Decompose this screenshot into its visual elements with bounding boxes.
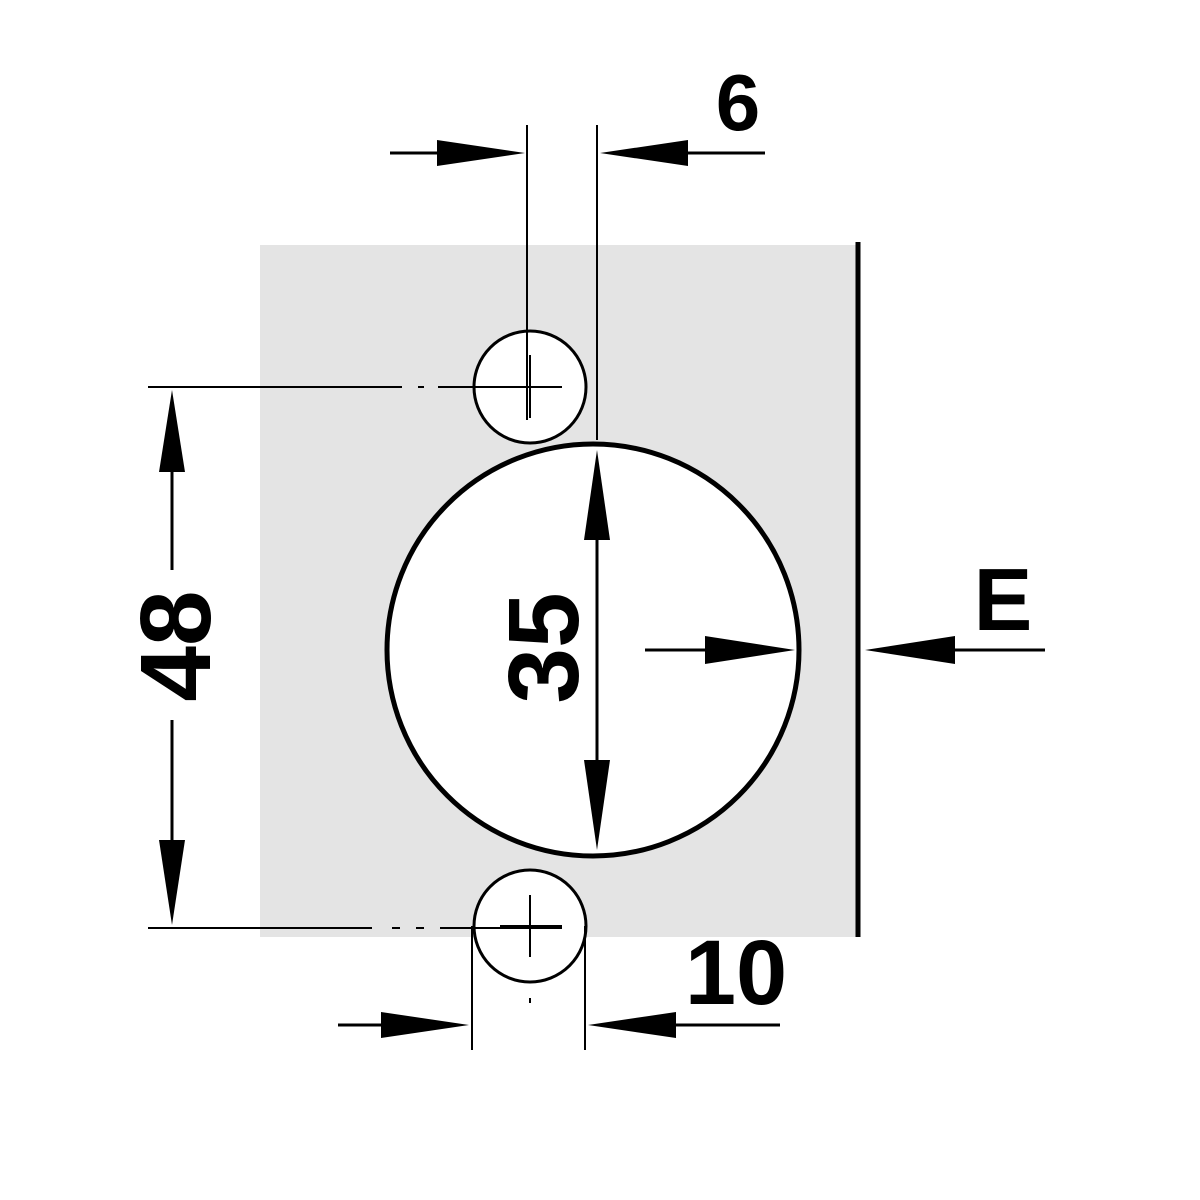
- hinge-cup-bore: [384, 441, 802, 859]
- dimension-48-arrows: [159, 390, 185, 925]
- dimension-10-arrows: [338, 1012, 780, 1038]
- cup-edge-arrow: [645, 636, 795, 664]
- dimension-48-label: 48: [120, 590, 232, 701]
- dimension-e-label: E: [974, 550, 1033, 649]
- bottom-screw-hole: [472, 868, 588, 984]
- dimension-35-arrows: [584, 450, 610, 850]
- dimension-10-label: 10: [685, 922, 787, 1024]
- dimension-6-label: 6: [716, 58, 761, 147]
- dimension-35-label: 35: [488, 592, 600, 703]
- dimension-e-arrow: [865, 636, 1045, 664]
- dimension-6-arrows: [390, 140, 765, 166]
